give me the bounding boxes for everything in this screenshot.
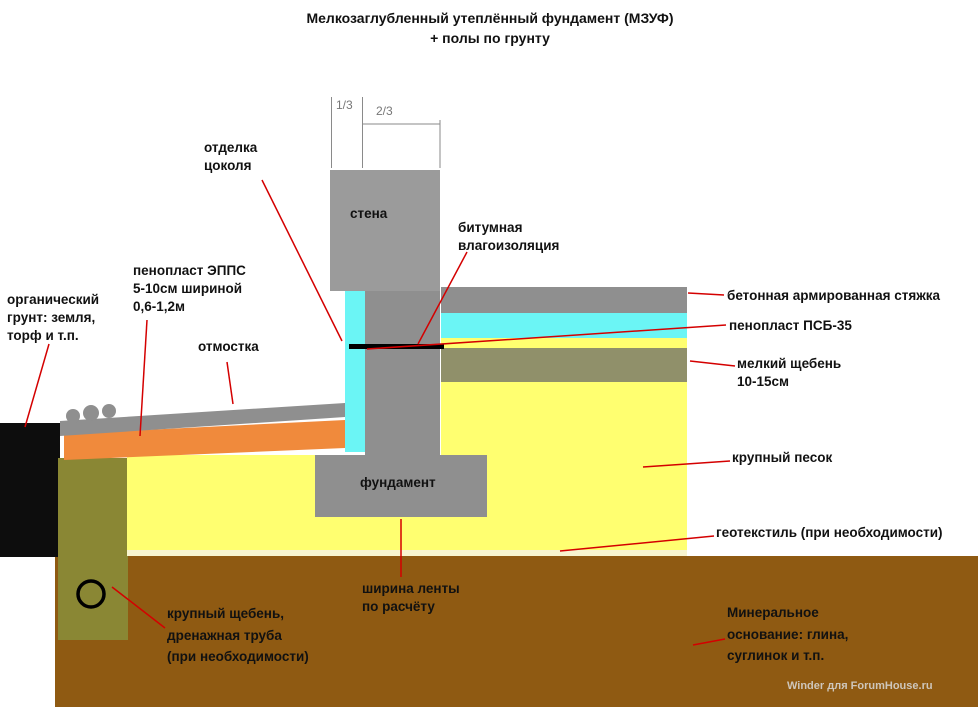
drainage-gravel-column	[58, 458, 128, 640]
label-screed: бетонная армированная стяжка	[727, 288, 941, 303]
coarse-sand-pointer	[642, 460, 731, 468]
organic-soil-block	[0, 423, 60, 557]
epps-pointer	[139, 319, 148, 437]
annotation-pointers	[24, 179, 736, 646]
label-coarse-sand: крупный песок	[732, 450, 833, 465]
fine-gravel-layer	[441, 348, 687, 382]
geotextile-layer	[127, 549, 687, 556]
fine-gravel-pointer	[689, 360, 736, 367]
mineral-base-region	[55, 556, 978, 707]
drainage-pipe-icon	[76, 579, 106, 609]
concrete-screed-layer	[441, 287, 687, 313]
screed-pointer	[687, 292, 725, 296]
epps-skirt-strip	[64, 420, 345, 460]
pebble-icon	[102, 404, 116, 418]
plinth-column	[365, 290, 440, 457]
label-drainage-gravel: крупный щебень, дренажная труба (при нео…	[167, 606, 309, 665]
mineral-pointer	[692, 638, 726, 646]
label-plinth-finish: отделка цоколя	[204, 140, 258, 174]
organic-pointer	[24, 343, 50, 428]
label-foundation: фундамент	[360, 475, 436, 490]
label-psb: пенопласт ПСБ-35	[729, 318, 852, 333]
thin-sand-layer	[441, 338, 687, 348]
label-wall: стена	[350, 206, 388, 221]
label-geotextile: геотекстиль (при необходимости)	[716, 525, 943, 540]
dimension-lines	[331, 97, 441, 168]
drainage-pointer	[111, 586, 166, 629]
bitumen-pointer	[417, 251, 468, 345]
geotextile-pointer	[559, 535, 715, 552]
psb-insulation-layer	[441, 313, 687, 338]
pebble-icon	[66, 409, 80, 423]
label-organic-soil: органический грунт: земля, торф и т.п.	[7, 292, 100, 344]
label-bitumen: битумная влагоизоляция	[458, 220, 560, 254]
label-epps: пенопласт ЭППС 5-10см шириной 0,6-1,2м	[133, 263, 246, 315]
dimension-two-thirds: 2/3	[376, 104, 393, 118]
label-mineral-base: Минеральное основание: глина, суглинок и…	[727, 605, 849, 664]
epps-vertical-strip	[345, 291, 365, 452]
pebble-icon	[83, 405, 99, 421]
page-title: Мелкозаглубленный утеплённый фундамент (…	[306, 10, 674, 47]
psb-pointer	[366, 324, 727, 350]
label-strip-width: ширина ленты по расчёту	[362, 581, 460, 615]
label-fine-gravel: мелкий щебень 10-15см	[737, 356, 842, 390]
blind-area-pointer	[226, 361, 234, 405]
finish-pointer	[261, 179, 343, 342]
foundation-block	[315, 455, 487, 517]
dimension-one-third: 1/3	[336, 98, 353, 112]
watermark: Winder для ForumHouse.ru	[787, 680, 933, 692]
wall-block	[330, 170, 440, 291]
blind-area-strip	[60, 403, 345, 436]
label-blind-area: отмостка	[198, 339, 259, 354]
